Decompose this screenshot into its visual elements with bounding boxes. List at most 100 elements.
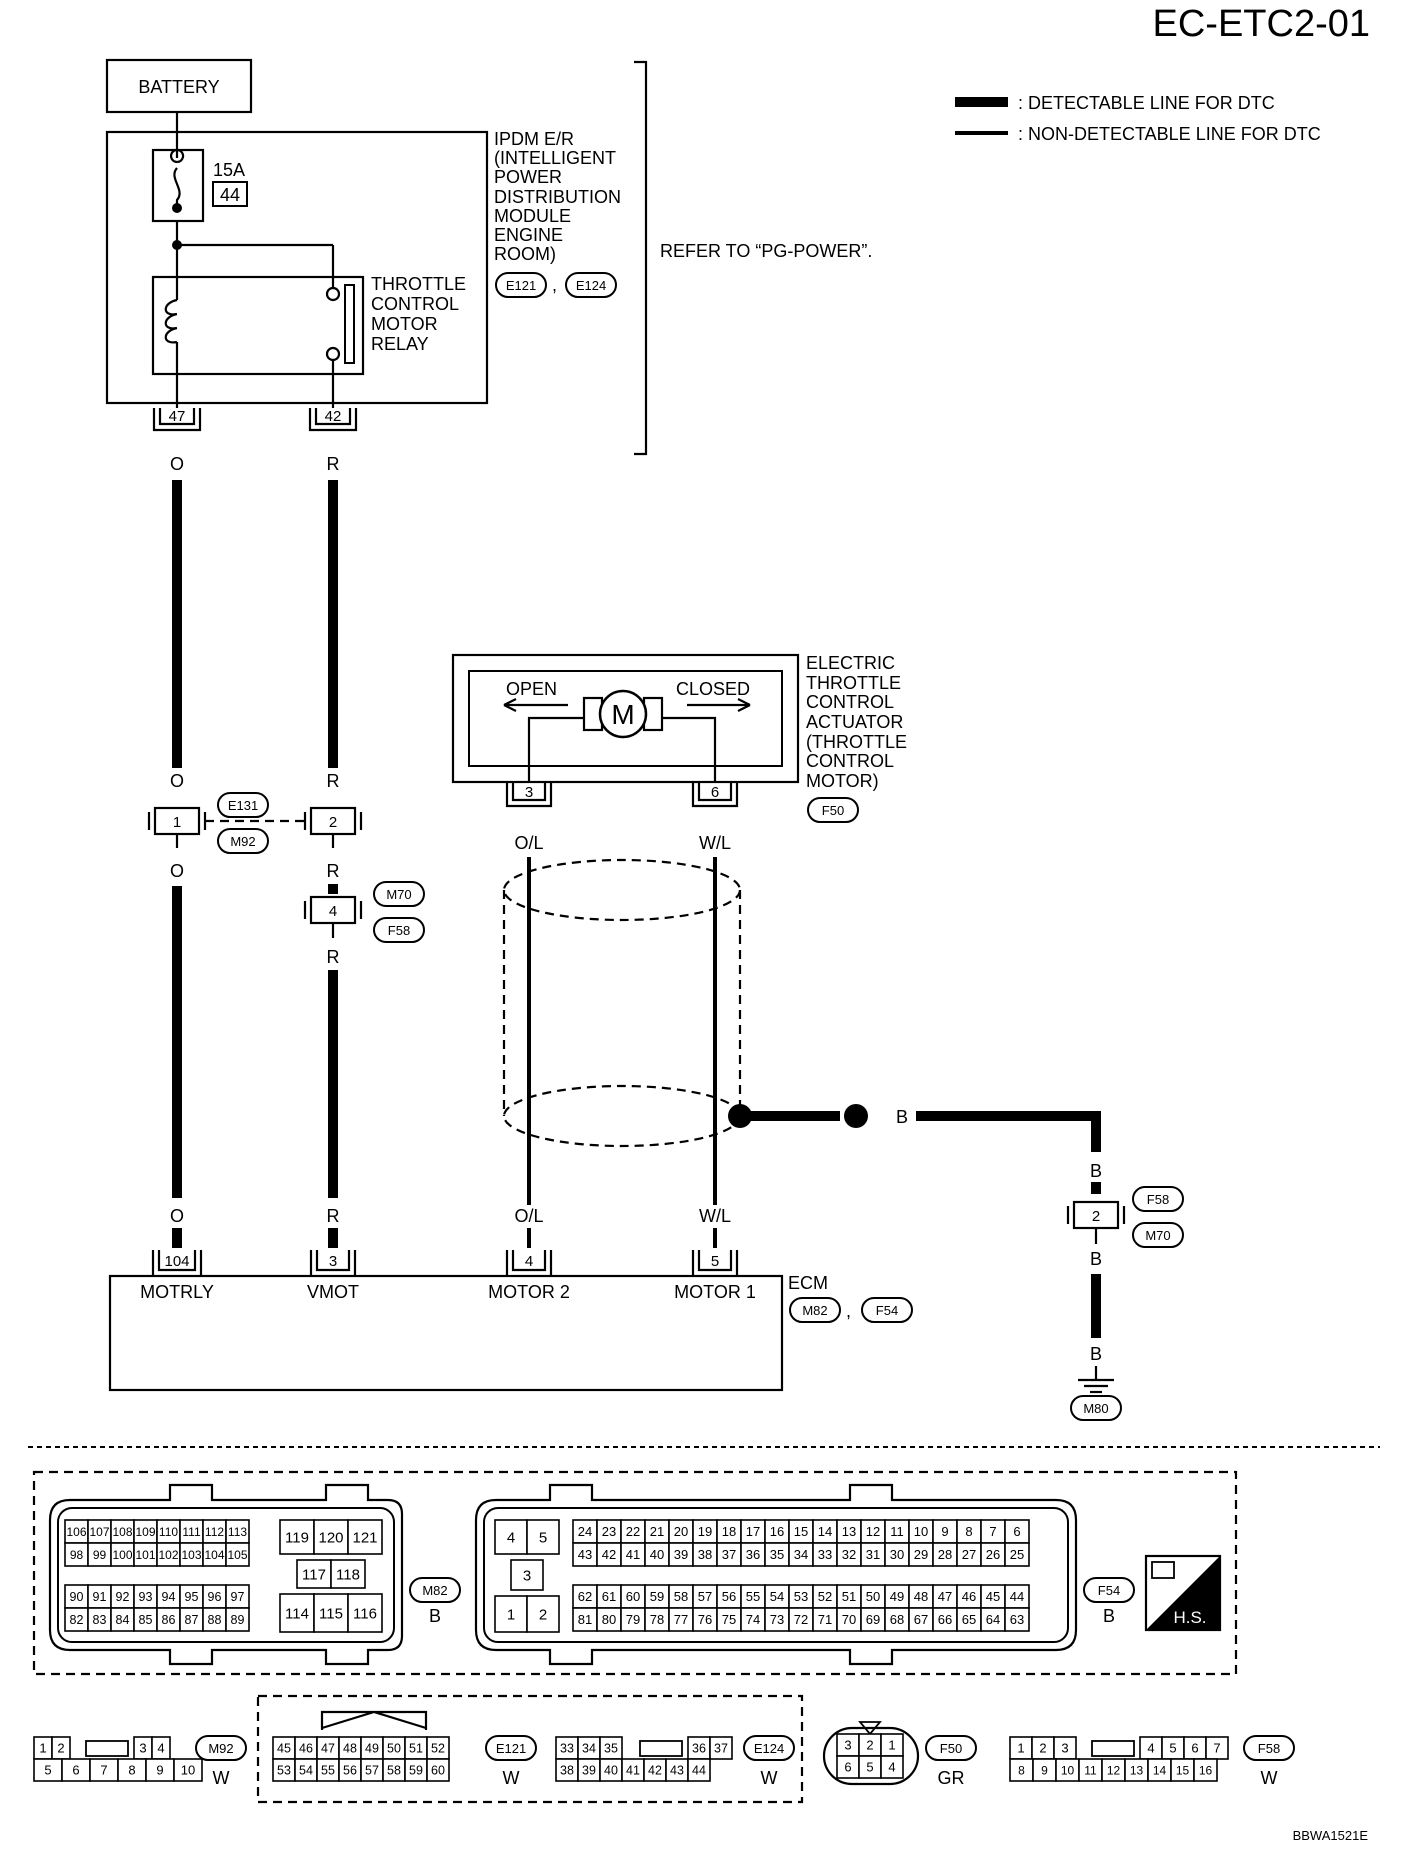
connector-pin-label: 87	[185, 1613, 199, 1627]
connector-pin-label: 44	[1010, 1589, 1024, 1604]
connector-cavity	[225, 1607, 250, 1632]
ecm-terminal-motrly: MOTRLY	[140, 1282, 214, 1302]
svg-text:ROOM): ROOM)	[494, 244, 556, 264]
connector-pin-label: 2	[866, 1738, 873, 1753]
svg-text:F50: F50	[940, 1741, 962, 1756]
connector-pin-label: 51	[409, 1742, 423, 1756]
connector-pin-label: 93	[139, 1590, 153, 1604]
harness-connector-icon	[1151, 1561, 1175, 1579]
connector-cavity	[510, 1559, 544, 1591]
svg-text:M92: M92	[230, 834, 255, 849]
connector-cavity	[709, 1736, 733, 1760]
connector-pin-label: 35	[770, 1547, 784, 1562]
connector-cavity	[313, 1593, 349, 1633]
connector-pin-label: 84	[116, 1613, 130, 1627]
connector-pin-label: 47	[938, 1589, 952, 1604]
svg-text:B: B	[1090, 1344, 1102, 1364]
connector-pin-label: 50	[866, 1589, 880, 1604]
ground-connector-m80: M80	[1070, 1395, 1122, 1421]
connector-pin-label: 4	[507, 1529, 515, 1546]
connector-pin-label: 80	[602, 1612, 616, 1627]
connector-pin-label: 78	[650, 1612, 664, 1627]
svg-text:CONTROL: CONTROL	[806, 692, 894, 712]
actuator-label: ELECTRIC THROTTLE CONTROL ACTUATOR (THRO…	[806, 653, 907, 791]
connector-pin-label: 114	[285, 1605, 309, 1622]
connector-pin-label: 19	[698, 1524, 712, 1539]
svg-text:4: 4	[525, 1253, 533, 1270]
connector-pin-label: 72	[794, 1612, 808, 1627]
connector-pin-label: 58	[387, 1764, 401, 1778]
svg-text:W: W	[503, 1768, 520, 1788]
ecm-label: ECM	[788, 1273, 828, 1293]
wire-color-o: O	[170, 454, 184, 474]
connector-pin-label: 120	[318, 1529, 343, 1546]
connector-pin-label: 5	[539, 1529, 547, 1546]
actuator-closed-label: CLOSED	[676, 679, 750, 699]
connector-pin-label: 45	[277, 1742, 291, 1756]
relay-coil-icon	[164, 298, 178, 344]
joint-m70-f58: 4 M70 F58	[303, 881, 425, 943]
svg-text:47: 47	[169, 408, 186, 425]
connector-cavity	[347, 1519, 383, 1555]
connector-cavity	[880, 1755, 904, 1779]
svg-text:IPDM E/R: IPDM E/R	[494, 129, 574, 149]
connector-pin-label: 9	[941, 1524, 948, 1539]
svg-text:B: B	[1090, 1161, 1102, 1181]
connector-cavity	[1193, 1758, 1218, 1782]
connector-pin-label: 34	[794, 1547, 808, 1562]
connector-pin-label: 11	[890, 1524, 904, 1539]
connector-cavity	[687, 1758, 711, 1782]
svg-text:O: O	[170, 1206, 184, 1226]
svg-text:W/L: W/L	[699, 1206, 731, 1226]
legend: : DETECTABLE LINE FOR DTC : NON-DETECTAB…	[955, 93, 1321, 144]
connector-pin-label: 91	[93, 1590, 107, 1604]
svg-text:M70: M70	[386, 887, 411, 902]
ecm-connectors: M82 , F54	[789, 1297, 913, 1323]
connector-pin-label: 29	[914, 1547, 928, 1562]
connector-pin-label: 2	[539, 1606, 547, 1623]
svg-text:ELECTRIC: ELECTRIC	[806, 653, 895, 673]
svg-text:3: 3	[329, 1253, 337, 1270]
connector-pin-label: 48	[343, 1742, 357, 1756]
connector-pin-label: 116	[353, 1605, 377, 1622]
joint-f58-m70: 2 F58 M70	[1066, 1186, 1184, 1248]
connector-pin-label: 99	[93, 1548, 107, 1562]
svg-text:M92: M92	[208, 1741, 233, 1756]
svg-text:F58: F58	[1147, 1192, 1169, 1207]
svg-text:M70: M70	[1145, 1228, 1170, 1243]
connector-pin-label: 14	[818, 1524, 832, 1539]
page-code: EC-ETC2-01	[1153, 3, 1371, 45]
svg-text:M80: M80	[1083, 1401, 1108, 1416]
connector-pin-label: 5	[1169, 1741, 1176, 1756]
svg-text:ENGINE: ENGINE	[494, 225, 563, 245]
connector-pin-label: 57	[698, 1589, 712, 1604]
connector-pin-label: 65	[962, 1612, 976, 1627]
hs-badge: H.S.	[1144, 1554, 1222, 1632]
connector-pin-label: 53	[277, 1764, 291, 1778]
connector-cavity	[526, 1519, 560, 1555]
fuse-number: 44	[220, 185, 240, 205]
connector-pin-label: 26	[986, 1547, 1000, 1562]
connector-pin-label: 2	[57, 1741, 64, 1756]
connector-pin-label: 42	[648, 1764, 662, 1778]
connector-pin-label: 33	[560, 1742, 574, 1756]
connector-pin-label: 95	[185, 1590, 199, 1604]
svg-text:,: ,	[552, 275, 557, 295]
connector-pin-label: 108	[112, 1525, 132, 1539]
connector-cavity	[347, 1593, 383, 1633]
connector-pin-label: 7	[100, 1763, 107, 1778]
connector-pin-label: 67	[914, 1612, 928, 1627]
connector-pin-label: 52	[431, 1742, 445, 1756]
connector-pin-label: 23	[602, 1524, 616, 1539]
battery-label: BATTERY	[138, 77, 219, 97]
relay-contact-icon	[325, 286, 341, 302]
svg-text:MODULE: MODULE	[494, 206, 571, 226]
connector-cavity	[225, 1542, 250, 1567]
connector-pin-label: 4	[1147, 1741, 1154, 1756]
connector-pin-label: 103	[181, 1548, 201, 1562]
connector-pin-label: 39	[582, 1764, 596, 1778]
